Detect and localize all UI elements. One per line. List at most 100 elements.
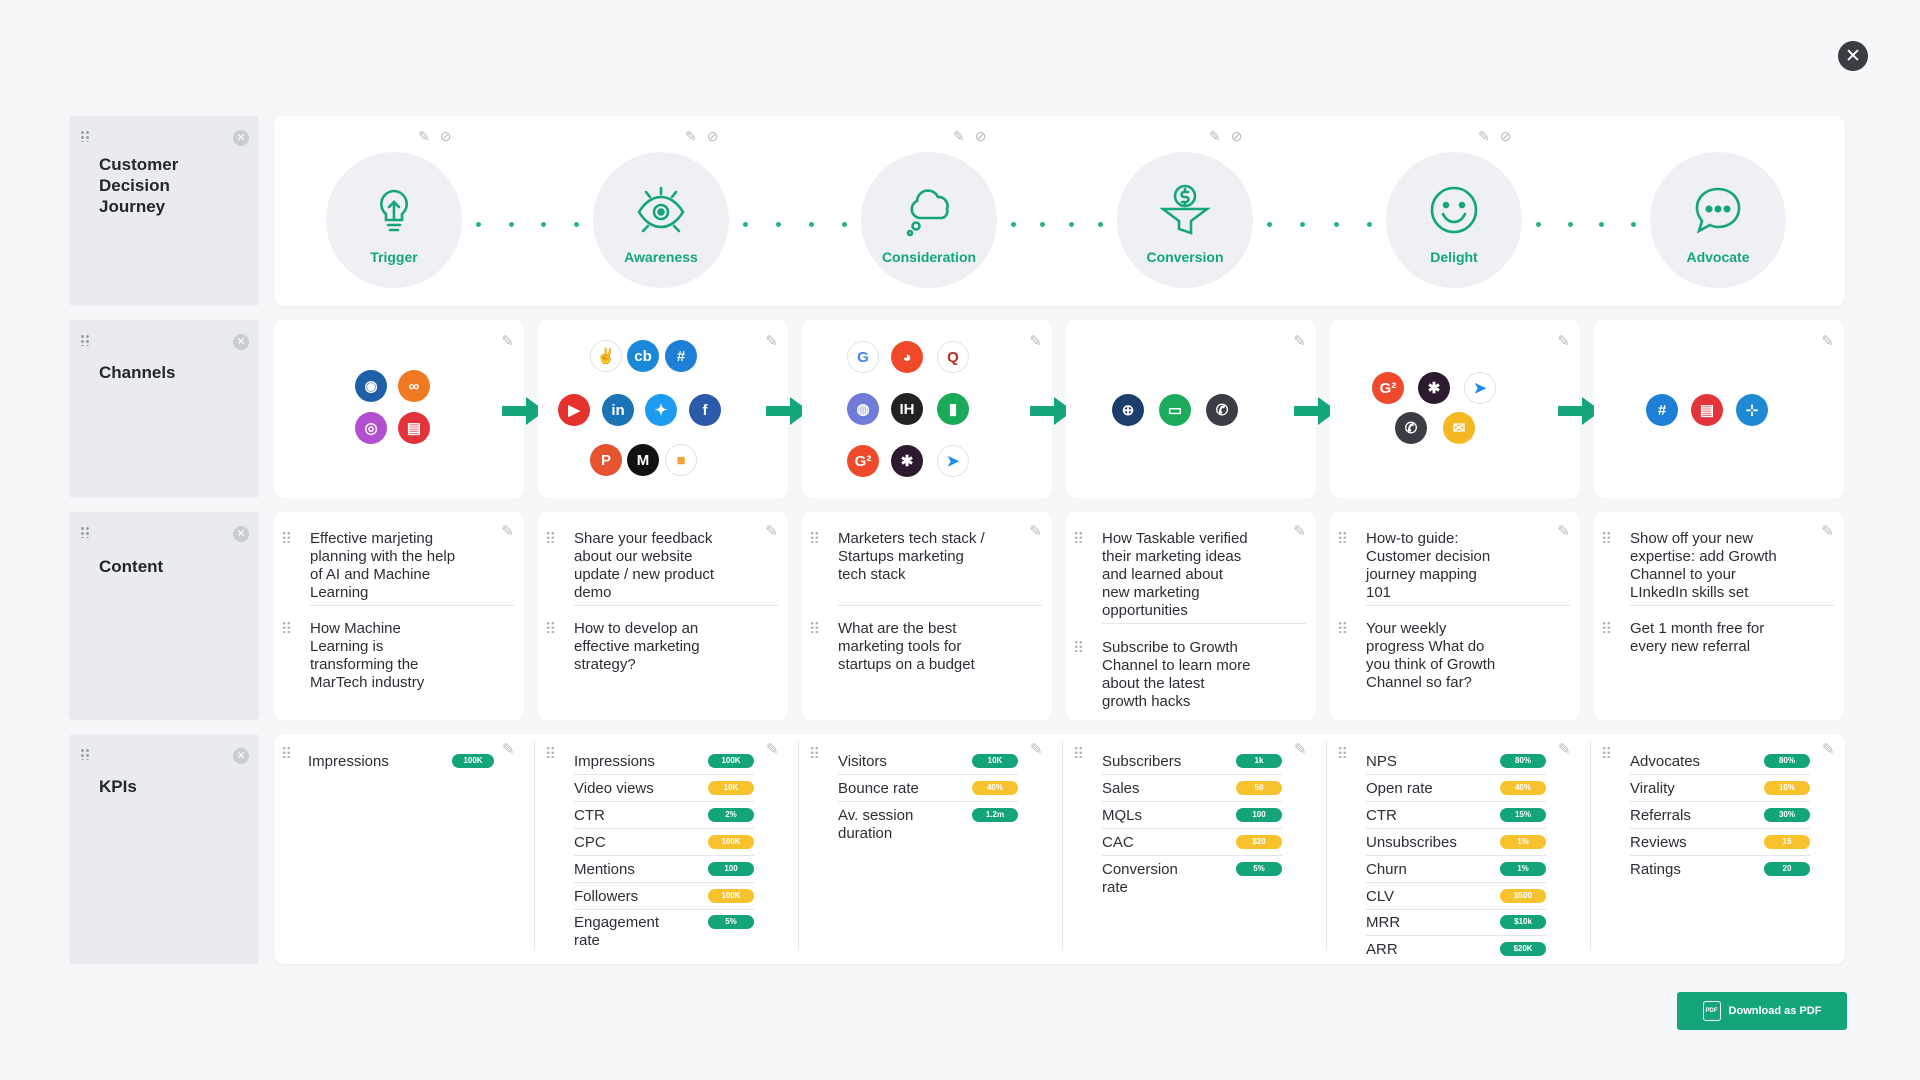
- channel-card[interactable]: ✎: [1066, 320, 1316, 498]
- channel-card[interactable]: ✎: [274, 320, 524, 498]
- drag-handle-icon[interactable]: [282, 531, 291, 543]
- g2-icon[interactable]: G²: [847, 445, 879, 477]
- whatsapp-icon[interactable]: ✆: [1395, 412, 1427, 444]
- pencil-icon[interactable]: ✎: [1029, 333, 1042, 350]
- slack-icon[interactable]: ✱: [1418, 372, 1450, 404]
- kpi-badge[interactable]: 100K: [708, 889, 754, 903]
- content-item[interactable]: Effective marjeting planning with the he…: [310, 530, 456, 601]
- kpi-badge[interactable]: 10K: [708, 781, 754, 795]
- kpi-badge[interactable]: 80%: [1500, 754, 1546, 768]
- kpi-badge[interactable]: 100K: [708, 754, 754, 768]
- pencil-icon[interactable]: ✎: [1294, 741, 1307, 758]
- drag-handle-icon[interactable]: [1074, 531, 1083, 543]
- producthunt-hand-icon[interactable]: ✌: [590, 340, 622, 372]
- hide-eye-icon[interactable]: ⊘: [1230, 128, 1243, 144]
- kpi-badge[interactable]: 40%: [972, 781, 1018, 795]
- pencil-icon[interactable]: ✎: [502, 741, 515, 758]
- whatsapp-icon[interactable]: ✆: [1206, 394, 1238, 426]
- kpi-badge[interactable]: $20: [1236, 835, 1282, 849]
- kpi-badge[interactable]: 100K: [708, 835, 754, 849]
- handshake-icon[interactable]: ⊹: [1736, 394, 1768, 426]
- hide-eye-icon[interactable]: ⊘: [439, 128, 452, 144]
- kpi-badge[interactable]: 2%: [708, 808, 754, 822]
- drag-handle-icon[interactable]: [810, 621, 819, 633]
- drag-handle-icon[interactable]: [1338, 746, 1347, 758]
- pencil-icon[interactable]: ✎: [1821, 333, 1834, 350]
- quora-icon[interactable]: Q: [937, 341, 969, 373]
- pencil-icon[interactable]: ✎: [1557, 333, 1570, 350]
- content-item[interactable]: How Taskable verified their marketing id…: [1102, 530, 1248, 619]
- growth-channel-icon[interactable]: #: [665, 340, 697, 372]
- hide-eye-icon[interactable]: ⊘: [1499, 128, 1512, 144]
- slack-icon[interactable]: ✱: [891, 445, 923, 477]
- growth-channel-icon[interactable]: #: [1646, 394, 1678, 426]
- kpi-badge[interactable]: $20K: [1500, 942, 1546, 956]
- drag-handle-icon[interactable]: [80, 334, 91, 346]
- pencil-icon[interactable]: ✎: [1557, 523, 1570, 540]
- kpi-badge[interactable]: 5%: [1236, 862, 1282, 876]
- linkedin-icon[interactable]: in: [602, 394, 634, 426]
- kpi-badge[interactable]: 10%: [1764, 781, 1810, 795]
- drag-handle-icon[interactable]: [1602, 531, 1611, 543]
- pencil-icon[interactable]: ✎: [1029, 523, 1042, 540]
- drag-handle-icon[interactable]: [1602, 621, 1611, 633]
- remove-row-icon[interactable]: ✕: [233, 334, 249, 350]
- kpi-badge[interactable]: 15%: [1500, 808, 1546, 822]
- calendar-icon[interactable]: ▤: [1691, 394, 1723, 426]
- drag-handle-icon[interactable]: [282, 621, 291, 633]
- indiehackers-icon[interactable]: IH: [891, 393, 923, 425]
- kpi-badge[interactable]: 100K: [452, 754, 494, 768]
- kpi-badge[interactable]: 1%: [1500, 835, 1546, 849]
- kpi-badge[interactable]: 20: [1764, 862, 1810, 876]
- quora-glasses-icon[interactable]: ∞: [398, 370, 430, 402]
- kpi-badge[interactable]: 5%: [708, 915, 754, 929]
- chart-icon[interactable]: ▮: [937, 393, 969, 425]
- podcast-icon[interactable]: ◎: [355, 412, 387, 444]
- remove-row-icon[interactable]: ✕: [233, 130, 249, 146]
- content-item[interactable]: Subscribe to Growth Channel to learn mor…: [1102, 639, 1251, 710]
- kpi-badge[interactable]: 50: [1236, 781, 1282, 795]
- content-item[interactable]: Marketers tech stack / Startups marketin…: [838, 530, 985, 583]
- pencil-icon[interactable]: ✎: [1558, 741, 1571, 758]
- close-button[interactable]: ✕: [1838, 41, 1868, 71]
- hide-eye-icon[interactable]: ⊘: [974, 128, 987, 144]
- content-card[interactable]: ✎: [1594, 512, 1844, 720]
- crunchbase-icon[interactable]: cb: [627, 340, 659, 372]
- stage-trigger[interactable]: Trigger: [326, 152, 462, 288]
- kpi-badge[interactable]: 10K: [972, 754, 1018, 768]
- content-card[interactable]: ✎: [1066, 512, 1316, 720]
- kpi-badge[interactable]: 15: [1764, 835, 1810, 849]
- pencil-icon[interactable]: ✎: [1822, 741, 1835, 758]
- kpi-badge[interactable]: $10k: [1500, 915, 1546, 929]
- kpi-badge[interactable]: 40%: [1500, 781, 1546, 795]
- stage-advocate[interactable]: Advocate: [1650, 152, 1786, 288]
- drag-handle-icon[interactable]: [546, 746, 555, 758]
- content-item[interactable]: Share your feedback about our website up…: [574, 530, 715, 601]
- drag-handle-icon[interactable]: [80, 526, 91, 538]
- content-item[interactable]: How Machine Learning is transforming the…: [310, 620, 425, 691]
- content-item[interactable]: How-to guide: Customer decision journey …: [1366, 530, 1491, 601]
- pencil-icon[interactable]: ✎: [1209, 128, 1221, 144]
- pencil-icon[interactable]: ✎: [1293, 333, 1306, 350]
- navigation-icon[interactable]: ➤: [937, 445, 969, 477]
- chat-icon[interactable]: ▭: [1159, 394, 1191, 426]
- pencil-icon[interactable]: ✎: [1478, 128, 1490, 144]
- drag-handle-icon[interactable]: [546, 531, 555, 543]
- remove-row-icon[interactable]: ✕: [233, 526, 249, 542]
- kpi-badge[interactable]: 80%: [1764, 754, 1810, 768]
- hide-eye-icon[interactable]: ⊘: [706, 128, 719, 144]
- reddit-icon[interactable]: ◕: [891, 341, 923, 373]
- email-icon[interactable]: ✉: [1443, 412, 1475, 444]
- drag-handle-icon[interactable]: [810, 531, 819, 543]
- content-card[interactable]: ✎: [274, 512, 524, 720]
- drag-handle-icon[interactable]: [1338, 531, 1347, 543]
- content-card[interactable]: ✎: [538, 512, 788, 720]
- kpi-badge[interactable]: 1k: [1236, 754, 1282, 768]
- kpi-badge[interactable]: 100: [1236, 808, 1282, 822]
- pencil-icon[interactable]: ✎: [501, 523, 514, 540]
- twitter-icon[interactable]: ✦: [645, 394, 677, 426]
- kpi-badge[interactable]: 100: [708, 862, 754, 876]
- channel-card[interactable]: ✎: [1330, 320, 1580, 498]
- content-item[interactable]: Your weekly progress What do you think o…: [1366, 620, 1496, 691]
- kpi-badge[interactable]: 1%: [1500, 862, 1546, 876]
